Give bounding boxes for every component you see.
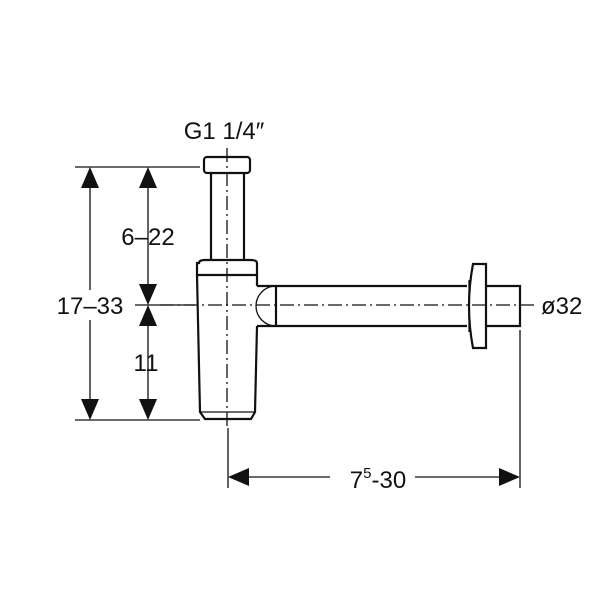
arrow-icon — [139, 167, 157, 188]
arrow-icon — [81, 167, 99, 188]
arrow-icon — [139, 399, 157, 420]
length-superscript: 5 — [363, 465, 371, 482]
length-rest: -30 — [372, 467, 407, 494]
centerlines — [160, 148, 535, 428]
pipe-arc — [255, 285, 277, 327]
dimensions: G1 1/4″ 6–22 17–33 11 ø32 75-30 — [55, 118, 582, 494]
arrow-icon — [139, 305, 157, 326]
length-label: 75-30 — [350, 465, 406, 494]
pipe-outline — [257, 284, 522, 328]
diameter-label: ø32 — [541, 293, 582, 320]
height-total-label: 17–33 — [57, 293, 124, 320]
height-lower-label: 11 — [134, 350, 159, 377]
extension-lines — [75, 166, 521, 488]
arrow-icon — [228, 468, 249, 486]
length-base: 7 — [350, 467, 363, 494]
collar — [195, 258, 259, 277]
wall-flange — [467, 262, 488, 350]
outlet-pipe — [255, 262, 522, 350]
height-upper-label: 6–22 — [121, 224, 174, 251]
arrow-icon — [81, 399, 99, 420]
arrow-icon — [499, 468, 520, 486]
bottle-body — [195, 274, 259, 421]
dip-tube — [209, 173, 246, 261]
thread-label: G1 1/4″ — [184, 118, 265, 145]
arrow-icon — [139, 284, 157, 305]
